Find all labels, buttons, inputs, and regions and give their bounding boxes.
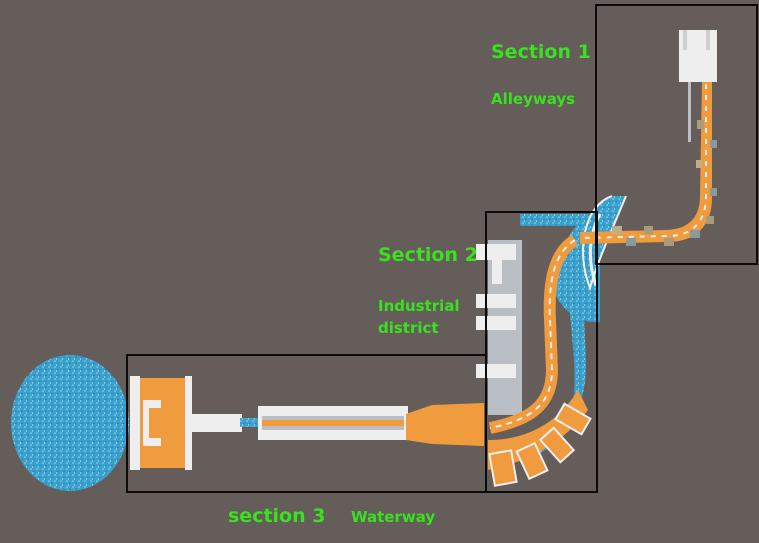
section-3-frame [126, 354, 487, 493]
section-3-structures [130, 376, 484, 470]
section-2-subtitle-line1: Industrial [378, 297, 460, 315]
bridge [190, 414, 242, 432]
water-pool [11, 355, 129, 491]
alley-path [580, 80, 712, 244]
ramp [406, 403, 484, 446]
section-1-frame [595, 4, 758, 265]
section-1-title: Section 1 [491, 41, 591, 63]
section-3-subtitle: Waterway [351, 508, 436, 526]
water-channel [240, 418, 260, 427]
section-1-structures [580, 30, 717, 246]
section-2-frame [485, 211, 598, 493]
section-3-title: section 3 [228, 505, 326, 527]
section-2-subtitle-line2: district [378, 319, 439, 337]
section-2-title: Section 2 [378, 244, 478, 266]
section-1-subtitle: Alleyways [491, 90, 576, 108]
